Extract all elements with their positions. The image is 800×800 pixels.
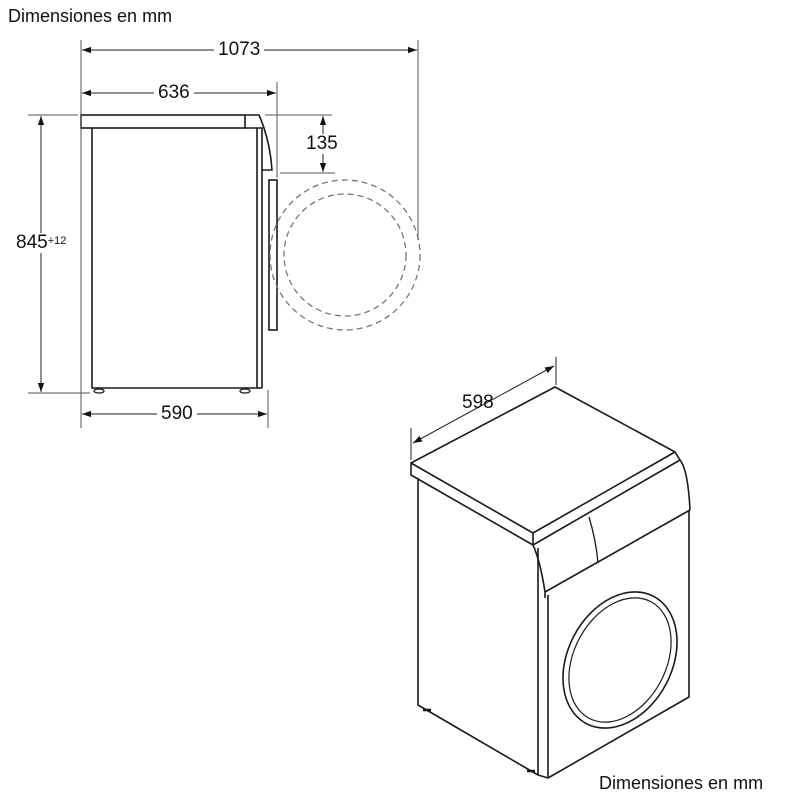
foot-right <box>239 388 251 394</box>
dim-845-tolerance: +12 <box>47 235 67 247</box>
dim-598-label: 598 <box>462 392 494 413</box>
dim-1073-label: 1073 <box>214 40 265 60</box>
iso-panel-bottom <box>544 509 691 593</box>
dim-598-line <box>412 365 555 444</box>
door-panel-outline <box>268 179 278 331</box>
body-outline <box>91 128 258 389</box>
dim-636-label: 636 <box>154 83 194 103</box>
iso-top-face <box>410 386 676 534</box>
dimension-lines <box>37 46 417 418</box>
iso-door-inner <box>568 597 672 723</box>
extension-lines <box>28 40 419 428</box>
worktop-outline <box>80 114 246 129</box>
door-swing-circles <box>269 179 421 331</box>
iso-panel-divider <box>588 516 599 564</box>
iso-panel-left-curve <box>532 544 546 598</box>
iso-worktop-left-edge <box>410 463 534 546</box>
foot-left <box>93 388 105 394</box>
caption-units-top: Dimensiones en mm <box>8 6 173 26</box>
dim-845-label: 845+12 <box>14 232 69 253</box>
iso-worktop-front-edge <box>532 451 681 546</box>
control-panel-outline <box>245 114 273 171</box>
dim-590-label: 590 <box>157 404 197 424</box>
dim-845-value: 845 <box>16 232 48 253</box>
dim-135-label: 135 <box>302 134 342 154</box>
iso-view <box>410 386 691 779</box>
iso-door-outer <box>562 591 678 729</box>
iso-front-face <box>547 510 690 779</box>
iso-panel-right-curve <box>679 459 691 511</box>
iso-width-dimension <box>410 357 557 460</box>
iso-side-face <box>417 478 539 776</box>
caption-units-bottom: Dimensiones en mm <box>599 773 764 793</box>
side-view <box>80 114 278 394</box>
